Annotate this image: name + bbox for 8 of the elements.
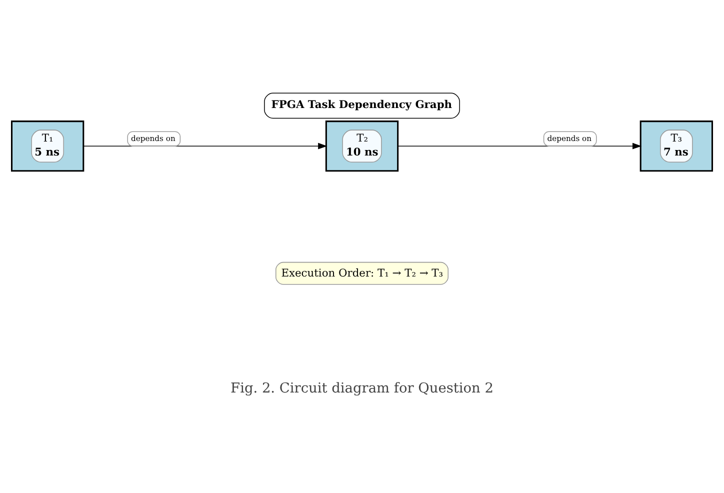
label: Execution Order: T₁ → T₂ → T₃	[281, 266, 444, 280]
edge-label: depends on	[131, 134, 176, 144]
node-box: T₃ 7 ns	[640, 120, 714, 172]
node-box: T₂ 10 ns	[325, 120, 399, 172]
edge-label: depends on	[547, 134, 592, 144]
node-box: T₁ 5 ns	[10, 120, 84, 172]
diagram-title: FPGA Task Dependency Graph	[271, 98, 452, 112]
caption: Fig. 2. Circuit diagram for Question 2	[230, 380, 494, 397]
